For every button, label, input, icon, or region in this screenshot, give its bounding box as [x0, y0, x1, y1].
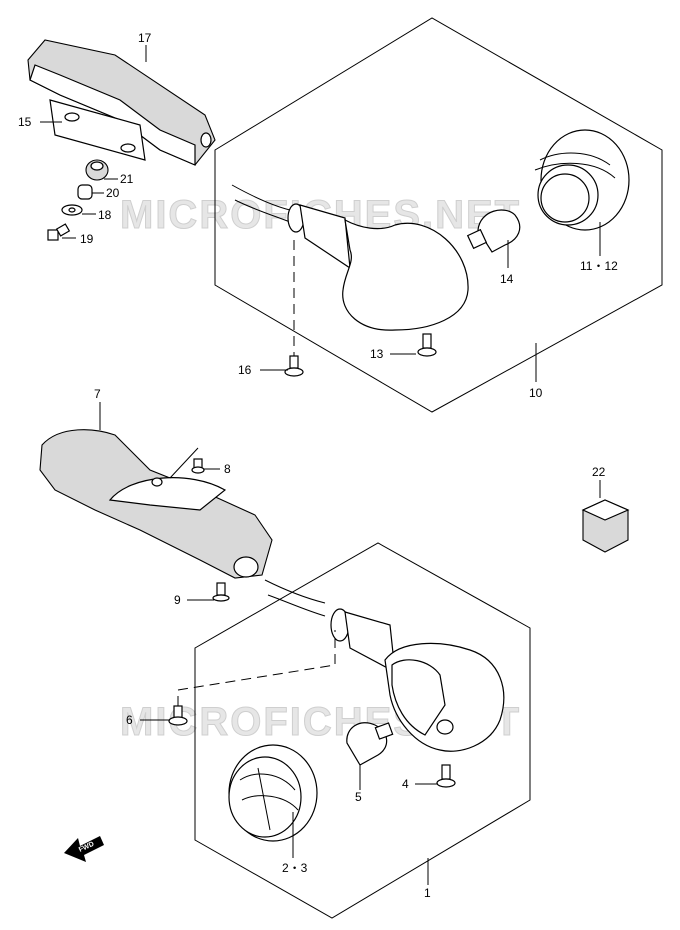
- dash-6: [177, 630, 336, 706]
- callout-16: 16: [238, 363, 252, 377]
- leader-lines: [40, 45, 601, 885]
- callout-17: 17: [138, 31, 152, 45]
- callout-10: 10: [529, 386, 543, 400]
- upper-signal-lamp: [231, 184, 469, 331]
- callout-7: 7: [94, 387, 101, 401]
- callout-11-12: 11・12: [580, 259, 618, 273]
- callout-5: 5: [355, 790, 362, 804]
- callout-1: 1: [424, 886, 431, 900]
- washer-18: [61, 204, 83, 216]
- bracket-17: [27, 39, 216, 166]
- bracket-7: [39, 429, 273, 579]
- callout-19: 19: [80, 232, 94, 246]
- grommet-21: [85, 159, 109, 181]
- callout-8: 8: [224, 462, 231, 476]
- lower-signal-lamp: [264, 579, 505, 752]
- callout-20: 20: [106, 186, 120, 200]
- bolt-19: [47, 223, 71, 241]
- lower-bulb: [346, 722, 394, 766]
- assembly-box-1: [194, 542, 531, 919]
- callout-4: 4: [402, 777, 409, 791]
- callout-21: 21: [120, 172, 134, 186]
- callout-14: 14: [500, 272, 514, 286]
- callout-15: 15: [18, 115, 32, 129]
- callout-22: 22: [592, 465, 606, 479]
- fwd-arrow-icon: FWD: [64, 836, 104, 862]
- screw-13: [417, 333, 437, 357]
- callout-13: 13: [370, 347, 384, 361]
- screw-6: [168, 705, 188, 726]
- plate-15: [49, 99, 146, 161]
- lower-lens: [228, 744, 318, 842]
- screw-16: [284, 355, 304, 377]
- screw-4: [436, 764, 456, 788]
- callout-2-3: 2・3: [282, 861, 308, 875]
- assembly-box-10: [214, 17, 663, 413]
- callout-9: 9: [174, 593, 181, 607]
- screw-9: [212, 582, 230, 602]
- callout-labels: 17 15 21 20 18 19 16 13 14 11・12 10 7 8 …: [18, 31, 618, 900]
- callout-18: 18: [98, 208, 112, 222]
- callout-6: 6: [126, 713, 133, 727]
- relay-22: [581, 499, 630, 553]
- upper-bulb: [466, 209, 521, 253]
- screw-8: [191, 458, 205, 474]
- upper-lens: [534, 129, 630, 231]
- collar-20: [77, 184, 93, 200]
